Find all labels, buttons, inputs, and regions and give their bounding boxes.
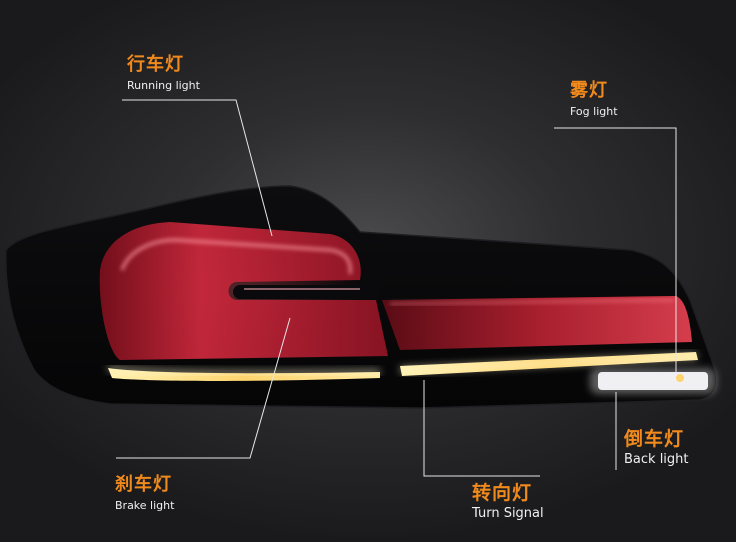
running-light-caption: Running light (127, 79, 200, 92)
brake-light-caption: Brake light (115, 499, 175, 512)
turn-signal-caption: Turn Signal (472, 506, 544, 521)
fog-light-label: 雾灯 Fog light (570, 80, 618, 119)
running-light-lens (99, 222, 389, 360)
fog-light-lens (676, 374, 684, 382)
fog-light-caption: Fog light (570, 105, 618, 118)
turn-signal-label: 转向灯 Turn Signal (472, 482, 544, 521)
fog-light-title: 雾灯 (570, 80, 608, 101)
back-light-title: 倒车灯 (624, 428, 685, 450)
running-light-bar (120, 238, 352, 275)
running-light-title: 行车灯 (127, 54, 184, 75)
brake-light-label: 刹车灯 Brake light (115, 474, 174, 513)
back-light-caption: Back light (624, 452, 689, 467)
back-light-label: 倒车灯 Back light (624, 428, 689, 467)
running-light-label: 行车灯 Running light (127, 54, 200, 93)
turn-signal-title: 转向灯 (472, 482, 533, 504)
brake-light-title: 刹车灯 (115, 474, 172, 495)
leader-lines (116, 99, 677, 477)
brake-light-lens-right (382, 296, 692, 350)
